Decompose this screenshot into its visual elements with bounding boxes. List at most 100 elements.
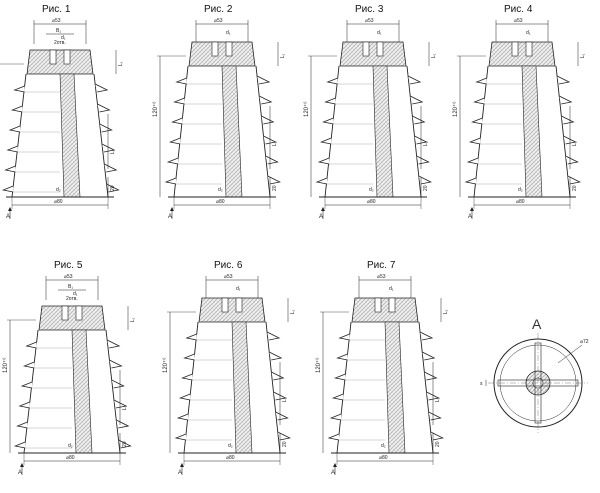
bore-hole — [221, 297, 229, 313]
bore-hole — [511, 41, 519, 57]
shed-right — [416, 155, 430, 165]
top-diameter-label: ⌀53 — [365, 18, 374, 24]
shed-left — [178, 393, 191, 401]
height-label: 120⁺⁶ — [2, 357, 9, 373]
diameter-label: ⌀72 — [580, 339, 589, 345]
bore-hole — [49, 49, 57, 65]
l1-label: L₁ — [443, 309, 449, 314]
core-section — [221, 65, 243, 198]
d2-label: d₂ — [381, 443, 386, 449]
shed-left — [338, 333, 350, 341]
bore-hole — [75, 305, 83, 321]
base-diameter-label: ⌀80 — [226, 455, 235, 461]
shed-left — [473, 97, 485, 105]
d2-label: d₂ — [68, 443, 73, 449]
view-label: A — [178, 470, 182, 476]
cap-section — [351, 297, 419, 323]
shed-left — [13, 441, 26, 449]
shed-right — [261, 115, 275, 125]
shed-right — [556, 75, 571, 85]
shed-left — [329, 413, 342, 421]
insulator-body — [183, 321, 281, 454]
core-section — [521, 65, 543, 198]
shed-left — [185, 333, 197, 341]
side-label: s — [480, 381, 483, 387]
shed-left — [16, 421, 28, 429]
shed-left — [25, 341, 37, 349]
shed-left — [6, 145, 18, 153]
shed-left — [18, 401, 30, 409]
insulator-body — [23, 329, 121, 454]
shed-left — [336, 353, 348, 361]
base-diameter-label: ⌀80 — [516, 199, 525, 205]
view-label: A — [18, 470, 22, 476]
d2-label: d₂ — [228, 443, 233, 449]
bore-hole — [374, 297, 382, 313]
shed-right — [559, 95, 573, 105]
figure-title: Рис. 5 — [54, 260, 83, 271]
core-section — [71, 329, 93, 454]
bore-hole — [61, 305, 69, 321]
shed-left — [315, 177, 328, 185]
cap-section — [188, 41, 256, 67]
l2-label: L₂ — [282, 397, 288, 402]
shed-left — [326, 77, 338, 85]
shed-left — [176, 413, 189, 421]
top-diameter-label: ⌀53 — [214, 18, 223, 24]
shed-right — [266, 331, 281, 341]
height-label: 120⁺⁶ — [162, 357, 169, 373]
shed-right — [99, 123, 113, 133]
shed-left — [322, 117, 334, 125]
l2-label: L₂ — [272, 141, 278, 146]
shed-right — [97, 103, 111, 113]
top-diameter-label: ⌀53 — [52, 18, 61, 24]
insulator-body — [336, 321, 434, 454]
h20-label: 20 — [282, 441, 288, 447]
figure-title: Рис. 3 — [355, 4, 384, 15]
shed-left — [327, 433, 340, 441]
shed-right — [412, 115, 426, 125]
bore-hole — [63, 49, 71, 65]
bore-hole — [376, 41, 384, 57]
diameter-leader — [557, 344, 583, 364]
shed-right — [414, 135, 428, 145]
shed-right — [561, 115, 575, 125]
l2-label: L₂ — [423, 141, 429, 146]
bore-hole — [235, 297, 243, 313]
insulator-body — [473, 65, 571, 198]
height-label: 120⁺⁶ — [452, 101, 459, 117]
shed-left — [166, 157, 179, 165]
hole-label: d₁ — [61, 35, 66, 41]
l1-label: L₁ — [290, 309, 296, 314]
view-a-section: ⌀72 s A — [480, 316, 589, 433]
shed-right — [106, 183, 120, 193]
shed-left — [175, 77, 187, 85]
shed-left — [334, 373, 346, 381]
cap-section — [198, 297, 266, 323]
shed-right — [111, 379, 125, 389]
shed-left — [471, 117, 483, 125]
hole-label: d₁ — [73, 291, 78, 297]
l2-label: L₂ — [122, 405, 128, 410]
view-a-letter: A — [532, 316, 542, 332]
cap-section — [488, 41, 556, 67]
shed-right — [94, 83, 109, 93]
shed-left — [324, 97, 336, 105]
h20-label: 20 — [272, 185, 278, 191]
shed-left — [475, 77, 487, 85]
core-section — [372, 65, 394, 198]
figure-title: Рис. 4 — [504, 4, 533, 15]
bore-hole — [388, 297, 396, 313]
view-label: A — [468, 214, 472, 220]
shed-right — [424, 371, 438, 381]
shed-right — [275, 411, 289, 421]
hole-count-label: 2отв. — [54, 40, 66, 46]
insulator-body — [11, 73, 109, 198]
l1-label: L₁ — [431, 53, 437, 58]
l1-label: L₁ — [130, 317, 136, 322]
view-label: A — [168, 214, 172, 220]
